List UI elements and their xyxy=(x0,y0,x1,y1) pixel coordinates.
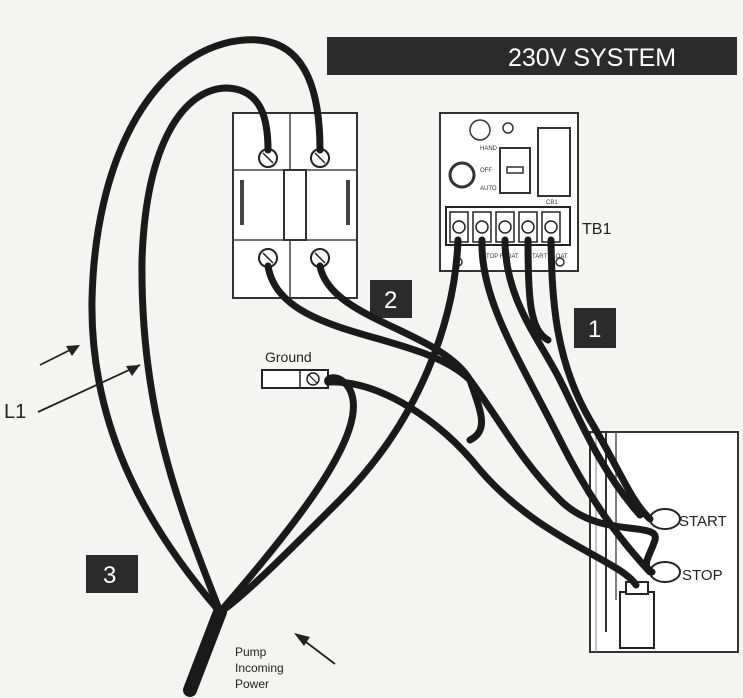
hand-label: HAND xyxy=(480,146,498,152)
tb1-label: TB1 xyxy=(582,221,611,238)
l1-label: L1 xyxy=(4,401,26,423)
control-panel: HAND OFF AUTO CB1 STOP FLOAT START FLOAT xyxy=(439,112,579,272)
circuit-breaker-cb1 xyxy=(537,127,571,197)
badge-1-text: 1 xyxy=(588,316,601,343)
badge-1 xyxy=(574,308,616,348)
off-label: OFF xyxy=(480,168,492,174)
pump-power-arrow xyxy=(294,633,336,665)
header-banner xyxy=(327,37,737,75)
badge-3-text: 3 xyxy=(103,562,116,589)
pump-incoming-power-line2: Incoming xyxy=(235,661,284,675)
pump-incoming-power-line3: Power xyxy=(235,677,269,691)
pump-incoming-power-line1: Pump xyxy=(235,645,267,659)
auto-label: AUTO xyxy=(480,186,497,192)
hand-off-auto-knob xyxy=(448,161,476,189)
cb1-label: CB1 xyxy=(546,200,558,206)
ground-lug xyxy=(261,369,329,389)
badge-3 xyxy=(86,555,138,593)
ground-label: Ground xyxy=(265,349,312,365)
l1-arrows xyxy=(37,345,141,413)
badge-2-text: 2 xyxy=(384,287,397,314)
stop-float-terminal-label: STOP FLOAT xyxy=(482,254,519,260)
indicator-light xyxy=(469,119,491,141)
stop-label: STOP xyxy=(682,567,723,584)
pump xyxy=(619,591,655,649)
tb1-terminals xyxy=(449,211,561,243)
start-label: START xyxy=(679,513,727,530)
start-float xyxy=(649,508,681,530)
badge-2 xyxy=(370,280,412,318)
wires xyxy=(88,36,659,697)
header-banner-text: 230V SYSTEM xyxy=(508,44,676,72)
contactor xyxy=(232,112,358,299)
